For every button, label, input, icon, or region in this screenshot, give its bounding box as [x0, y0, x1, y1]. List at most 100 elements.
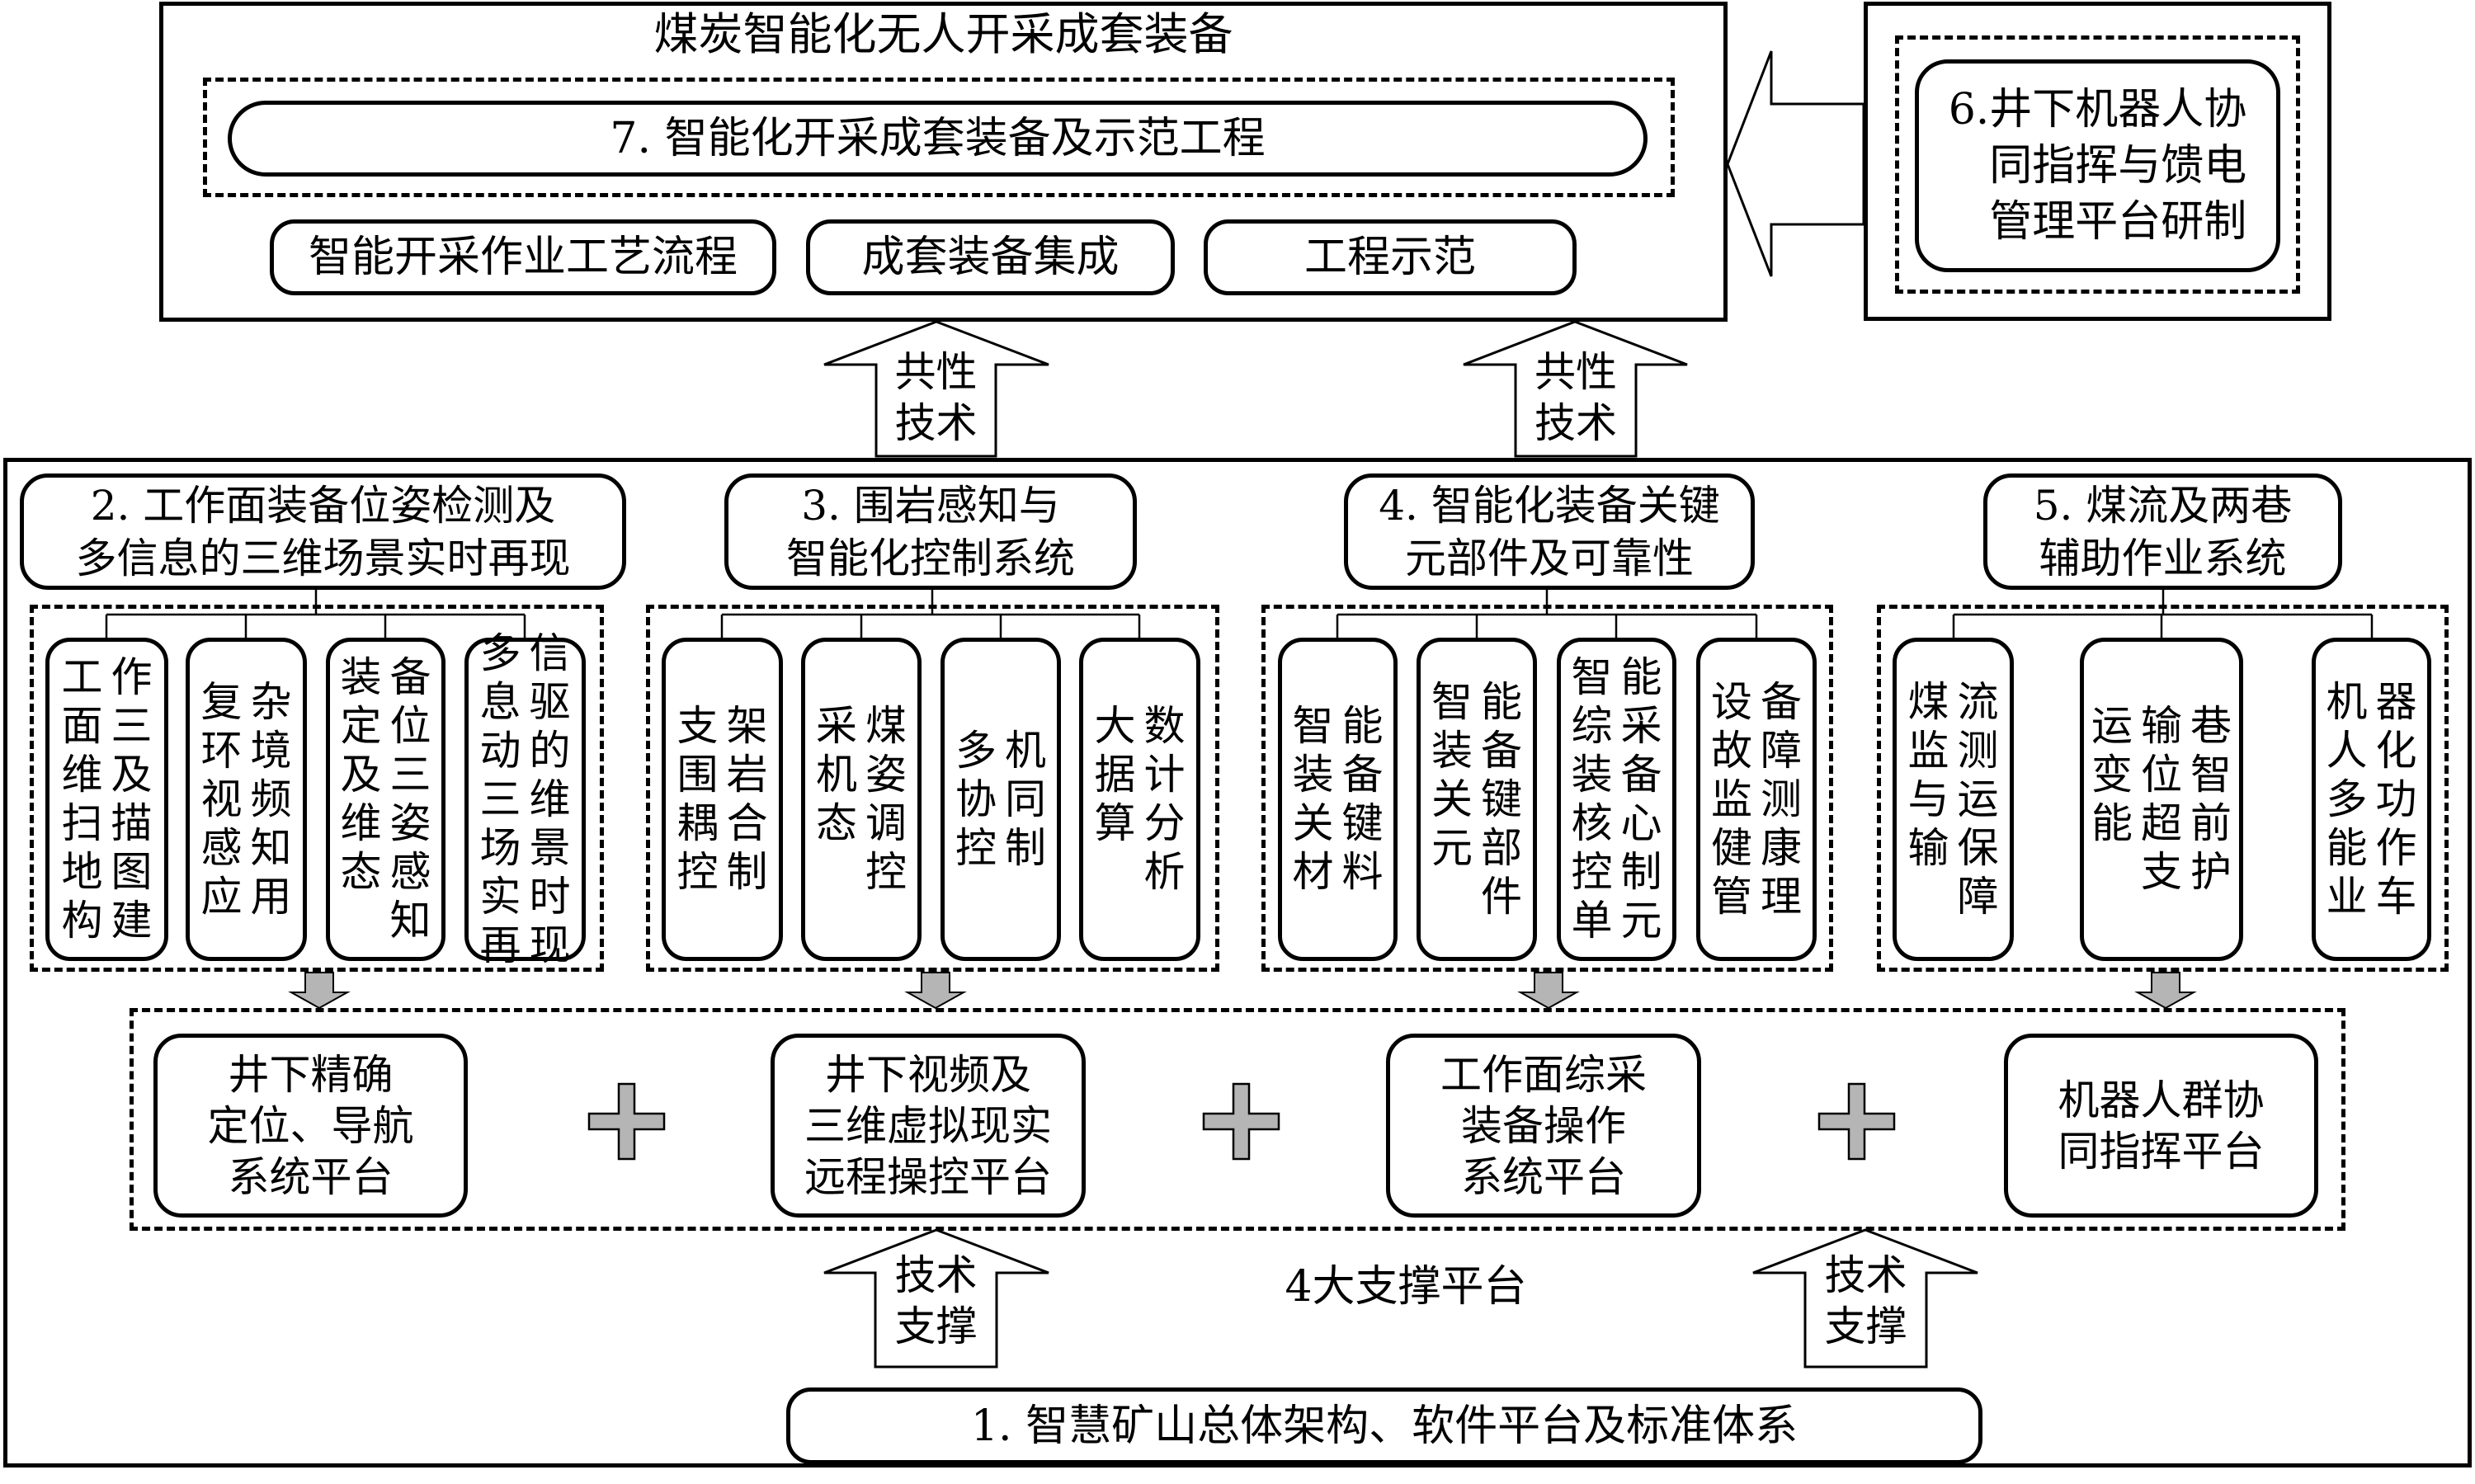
sub-item-2-3: 装定及维态备位三姿感知 — [326, 638, 446, 961]
group-5-connectors — [1952, 590, 2374, 638]
sub-item-column: 输位超支 — [2141, 702, 2182, 896]
sub-item-column: 信驱的维景时现 — [529, 629, 571, 969]
group-3-container — [646, 605, 1219, 972]
group-2-header: 2. 工作面装备位姿检测及 多信息的三维场景实时再现 — [20, 473, 626, 590]
top-item-label: 工程示范 — [1304, 233, 1476, 282]
sub-item-column: 智装关元 — [1431, 677, 1473, 872]
top-title: 煤炭智能化无人开采成套装备 — [653, 8, 1233, 60]
sub-item-3-2: 采机态煤姿调控 — [801, 638, 922, 961]
sub-item-3-1: 支围耦控架岩合制 — [662, 638, 783, 961]
group-3-connectors — [720, 590, 1141, 638]
sub-item-column: 采机态 — [816, 702, 857, 847]
sub-item-column: 器化功作车 — [2375, 677, 2417, 921]
sub-item-5-3: 机人多能业器化功作车 — [2312, 638, 2431, 961]
platform-label: 工作面综采 装备操作 系统平台 — [1440, 1050, 1647, 1201]
project-6-box: 6.井下机器人协 同指挥与馈电 管理平台研制 — [1915, 59, 2280, 272]
plus-icon — [587, 1082, 666, 1161]
sub-item-3-4: 大据算数计分析 — [1079, 638, 1200, 961]
sub-item-3-3: 多协控机同制 — [940, 638, 1061, 961]
group-3-header: 3. 围岩感知与 智能化控制系统 — [724, 473, 1137, 590]
sub-item-column: 能备键料 — [1341, 702, 1384, 896]
sub-item-2-2: 复环视感应杂境频知用 — [186, 638, 307, 961]
plus-icon — [1817, 1082, 1896, 1161]
sub-item-column: 架岩合制 — [726, 702, 768, 896]
sub-item-5-2: 运变能输位超支巷智前护 — [2080, 638, 2243, 961]
common-tech-label-1: 共性 技术 — [894, 348, 978, 447]
sub-item-column: 复环视感应 — [200, 677, 243, 921]
sub-item-column: 工面维扫地构 — [61, 653, 103, 945]
platform-label: 井下视频及 三维虚拟现实 远程操控平台 — [804, 1050, 1052, 1201]
sub-item-column: 机同制 — [1005, 726, 1046, 872]
project-7-box: 7. 智能化开采成套装备及示范工程 — [228, 101, 1648, 177]
sub-item-column: 流测运保障 — [1957, 677, 1999, 921]
group-4-header: 4. 智能化装备关键 元部件及可靠性 — [1344, 473, 1755, 590]
sub-item-column: 备位三姿感知 — [389, 653, 431, 945]
sub-item-column: 作三及描图建 — [111, 653, 153, 945]
platform-remote-control: 井下视频及 三维虚拟现实 远程操控平台 — [771, 1034, 1086, 1218]
sub-item-column: 多息动三场实再 — [479, 629, 521, 969]
foundation-box: 1. 智慧矿山总体架构、软件平台及标准体系 — [786, 1387, 1982, 1464]
down-arrow-icon — [1517, 972, 1580, 1010]
group-4-container — [1261, 605, 1833, 972]
top-item-process: 智能开采作业工艺流程 — [270, 219, 776, 295]
project-7-label: 7. 智能化开采成套装备及示范工程 — [610, 114, 1266, 163]
tech-support-label-1: 技术 支撑 — [894, 1251, 978, 1350]
platform-equipment-operation: 工作面综采 装备操作 系统平台 — [1386, 1034, 1701, 1218]
sub-item-column: 智综装核控单 — [1571, 653, 1613, 945]
support-platforms-container — [130, 1008, 2345, 1231]
sub-item-column: 智装关材 — [1292, 702, 1334, 896]
sub-item-column: 备障测康理 — [1761, 677, 1802, 921]
platform-positioning: 井下精确 定位、导航 系统平台 — [153, 1034, 468, 1218]
sub-item-column: 煤监与输 — [1907, 677, 1949, 872]
down-arrow-icon — [288, 972, 351, 1010]
sub-item-5-1: 煤监与输流测运保障 — [1893, 638, 2014, 961]
sub-item-column: 数计分析 — [1143, 702, 1186, 896]
down-arrow-icon — [904, 972, 967, 1010]
sub-item-4-4: 设故监健管备障测康理 — [1696, 638, 1817, 961]
sub-item-4-1: 智装关材能备键料 — [1278, 638, 1398, 961]
tech-support-label-2: 技术 支撑 — [1824, 1251, 1907, 1350]
sub-item-column: 巷智前护 — [2190, 702, 2232, 896]
tech-support-arrow-1 — [823, 1228, 1049, 1369]
top-item-label: 成套装备集成 — [861, 233, 1120, 282]
project-7-dashed-group — [203, 78, 1675, 197]
top-item-demonstration: 工程示范 — [1204, 219, 1577, 295]
common-tech-label-2: 共性 技术 — [1534, 348, 1617, 447]
platform-label: 机器人群协 同指挥平台 — [2058, 1076, 2265, 1175]
research-framework-box — [3, 458, 2472, 1468]
group-4-connectors — [1336, 590, 1758, 638]
project-6-dashed-group — [1895, 35, 2300, 294]
sub-item-column: 支围耦控 — [676, 702, 719, 896]
project-6-label: 6.井下机器人协 同指挥与馈电 管理平台研制 — [1948, 85, 2247, 247]
sub-item-column: 多协控 — [955, 726, 997, 872]
tech-support-arrow-2 — [1752, 1228, 1978, 1369]
sub-item-4-3: 智综装核控单能采备心制元 — [1557, 638, 1676, 961]
common-tech-arrow-2 — [1463, 320, 1688, 458]
left-arrow-icon — [1726, 50, 1865, 277]
sub-item-2-4: 多息动三场实再信驱的维景时现 — [464, 629, 586, 969]
group-5-container — [1877, 605, 2449, 972]
group-2-header-label: 2. 工作面装备位姿检测及 多信息的三维场景实时再现 — [75, 481, 571, 582]
sub-item-column: 设故监健管 — [1711, 677, 1752, 921]
foundation-label: 1. 智慧矿山总体架构、软件平台及标准体系 — [970, 1401, 1798, 1451]
common-tech-arrow-1 — [823, 320, 1049, 458]
top-item-label: 智能开采作业工艺流程 — [308, 233, 738, 282]
group-5-header-label: 5. 煤流及两巷 辅助作业系统 — [2033, 481, 2293, 582]
sub-item-column: 装定及维态 — [340, 653, 382, 896]
group-5-header: 5. 煤流及两巷 辅助作业系统 — [1983, 473, 2342, 590]
group-2-container — [30, 605, 604, 972]
sub-item-column: 大据算 — [1094, 702, 1136, 847]
plus-icon — [1202, 1082, 1280, 1161]
support-platforms-label: 4大支撑平台 — [1285, 1262, 1527, 1312]
group-3-header-label: 3. 围岩感知与 智能化控制系统 — [786, 481, 1075, 582]
down-arrow-icon — [2134, 972, 2197, 1010]
group-2-connectors — [105, 590, 526, 638]
platform-robot-command: 机器人群协 同指挥平台 — [2004, 1034, 2318, 1218]
sub-item-column: 运变能 — [2091, 702, 2133, 847]
sub-item-4-2: 智装关元能备键部件 — [1417, 638, 1537, 961]
sub-item-column: 杂境频知用 — [250, 677, 292, 921]
sub-item-column: 煤姿调控 — [865, 702, 907, 896]
sub-item-2-1: 工面维扫地构作三及描图建 — [45, 638, 168, 961]
